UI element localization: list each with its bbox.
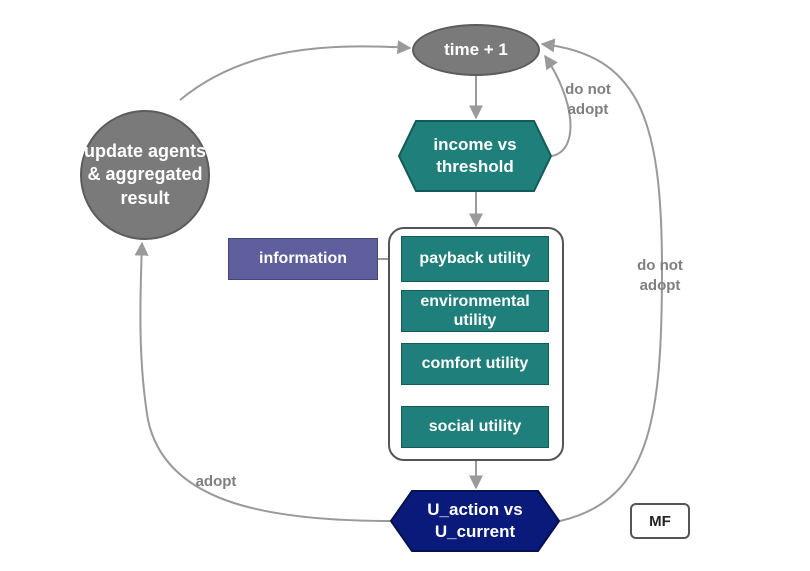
- decision-node: U_action vs U_current: [390, 490, 560, 552]
- information-node: information: [228, 238, 378, 280]
- decision-label: U_action vs U_current: [427, 499, 523, 541]
- comfort-utility-box: comfort utility: [401, 343, 549, 385]
- edge-decision-adopt: [134, 241, 391, 522]
- income-threshold-node: income vs threshold: [398, 120, 552, 192]
- income-threshold-label: income vs threshold: [433, 134, 517, 176]
- update-agents-node: update agents & aggregated result: [80, 110, 210, 240]
- do-not-adopt-label-decision: do not adopt: [637, 257, 683, 294]
- environmental-utility-box: environmental utility: [401, 290, 549, 332]
- payback-utility-box: payback utility: [401, 236, 549, 282]
- edge-update-to-time: [179, 40, 412, 101]
- adopt-label: adopt: [195, 473, 237, 490]
- edge-decision-do-not-adopt: [540, 38, 664, 522]
- edge-income-do-not-adopt: [544, 54, 572, 157]
- do-not-adopt-label-income: do not adopt: [565, 81, 611, 118]
- mf-badge: MF: [630, 503, 690, 539]
- time-node: time + 1: [412, 24, 540, 76]
- social-utility-box: social utility: [401, 406, 549, 448]
